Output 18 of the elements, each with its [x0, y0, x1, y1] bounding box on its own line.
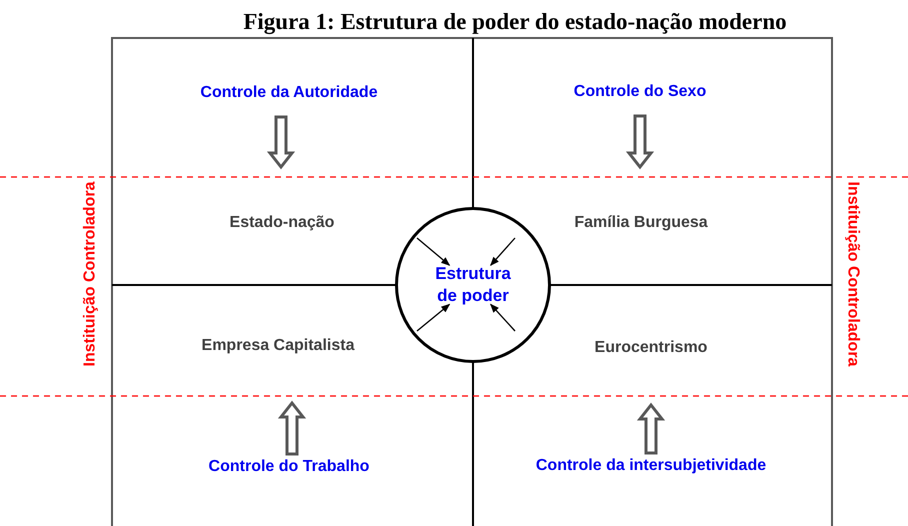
hollow-arrow — [266, 116, 296, 170]
hollow-arrow — [626, 114, 654, 170]
control-label: Controle do Sexo — [540, 80, 740, 104]
hollow-arrow — [636, 402, 666, 454]
side-label: Instituição Controladora — [843, 182, 862, 366]
control-label: Controle da Autoridade — [179, 81, 399, 105]
arrow — [490, 304, 516, 332]
institution-label: Eurocentrismo — [561, 323, 741, 373]
arrow — [416, 238, 450, 266]
institution-label: Estado-nação — [197, 211, 367, 235]
control-label: Controle do Trabalho — [179, 455, 399, 479]
arrow — [416, 304, 450, 332]
hollow-arrow — [278, 400, 306, 456]
arrow — [490, 238, 516, 266]
title: Figura 1: Estrutura de poder do estado-nação moderno — [242, 8, 788, 36]
side-label: Instituição Controladora — [80, 182, 99, 366]
institution-label: Empresa Capitalista — [168, 321, 388, 371]
control-label: Controle da intersubjetividade — [501, 454, 801, 478]
